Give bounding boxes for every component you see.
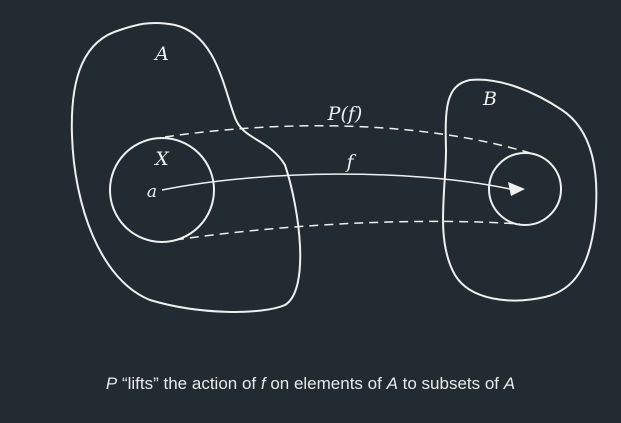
caption-p: P (105, 374, 118, 393)
caption-text-1: “lifts” the action of (117, 374, 261, 393)
element-a-label: a (147, 182, 157, 202)
caption-f: f (260, 374, 266, 393)
caption-a-2: A (503, 374, 516, 393)
subset-x-label: X (153, 148, 170, 170)
subset-x-circle (109, 137, 215, 243)
caption: P “lifts” the action of f on elements of… (0, 374, 621, 394)
caption-a-1: A (386, 374, 398, 393)
set-b-label: B (482, 88, 497, 110)
lifted-map-lower-dashed (174, 220, 521, 241)
map-f-label: f (344, 151, 356, 173)
image-subset-circle (488, 152, 562, 226)
caption-text-3: to subsets of (397, 374, 504, 393)
set-b-outline (442, 78, 598, 302)
set-a-outline (70, 21, 302, 313)
lifted-map-upper-dashed (164, 125, 531, 154)
lifted-map-label: P(f) (327, 103, 363, 125)
map-f-arrowhead (508, 182, 525, 196)
map-f-arrow (161, 173, 511, 191)
set-a-label: A (153, 43, 169, 65)
caption-text-2: on elements of (265, 374, 387, 393)
